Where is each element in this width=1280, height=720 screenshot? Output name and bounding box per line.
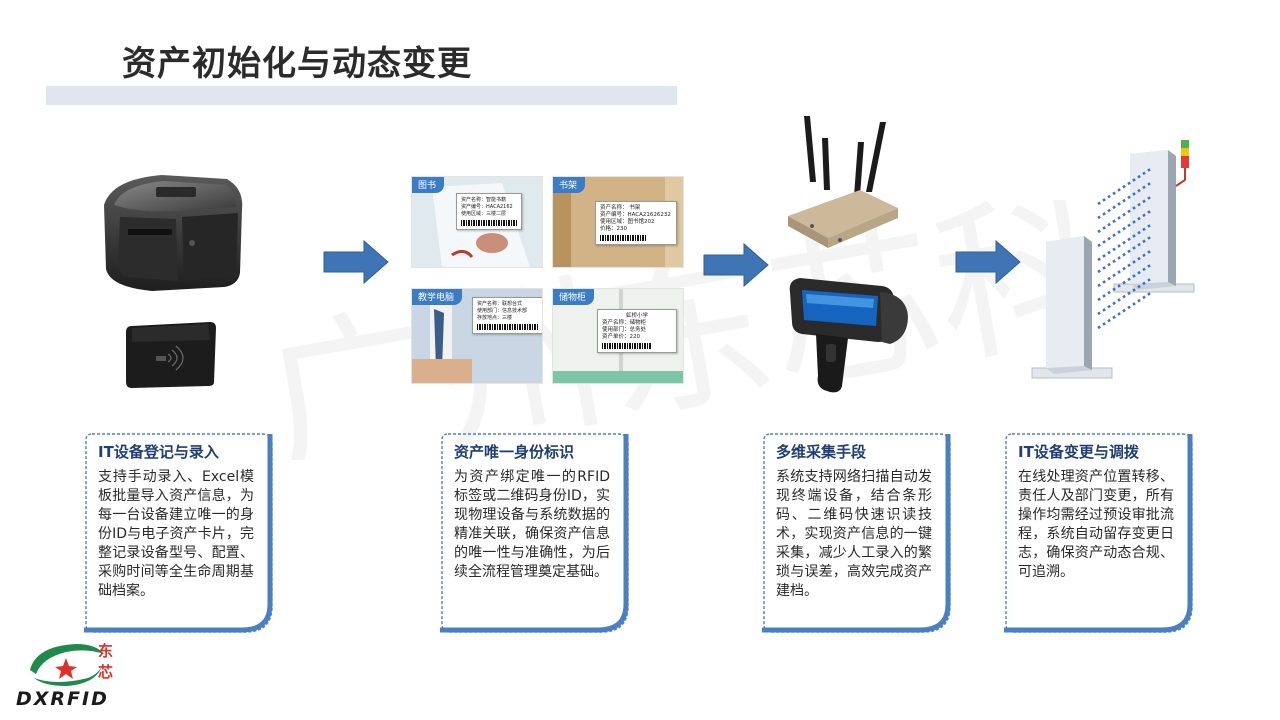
rfid-label-book: 资产名称：智能书籍 资产编号：HACA2162 使用区域：三楼二层 [456, 193, 522, 230]
step-1-heading: IT设备登记与录入 [98, 443, 219, 461]
card-frame [440, 433, 629, 633]
step-2-body: 为资产绑定唯一的RFID标签或二维码身份ID，实现物理设备与系统数据的精准关联，… [454, 469, 610, 580]
label-line: 使用区域：图书馆202 [600, 219, 655, 225]
label-line: 资产编号：HACA21626232 [600, 212, 671, 218]
rfid-label-locker: 虹桥小学 资产名称：储物柜 使用部门：总务处 资产单价：220 [597, 309, 677, 353]
step-3-body: 系统支持网络扫描自动发现终端设备，结合条形码、二维码快速识读技术，实现资产信息的… [776, 469, 932, 599]
label-line: 资产名称：联想台式 [477, 301, 523, 307]
step-card-4: IT设备变更与调拨 在线处理资产位置转移、责任人及部门变更，所有操作均需经过预设… [1002, 426, 1206, 638]
step-card-1: IT设备登记与录入 支持手动录入、Excel模板批量导入资产信息，为每一台设备建… [82, 426, 286, 638]
logo-swoosh-icon [30, 644, 104, 686]
barcode [600, 235, 646, 241]
handheld-scanner-image [789, 278, 908, 393]
label-photo-computer: 教学电脑 资产名称：联想台式 使用部门：信息技术部 存放地点：三楼 [411, 288, 543, 384]
label-line: 使用部门：信息技术部 [477, 308, 528, 314]
label-line: 资产编号：HACA2162 [461, 204, 513, 210]
logo-brand-cn: 东芯 [98, 642, 114, 681]
label-printer-image [104, 175, 243, 291]
barcode [461, 220, 517, 226]
label-line: 价格：230 [600, 226, 627, 232]
rfid-gate-image [1031, 140, 1195, 379]
label-line: 使用部门：总务处 [602, 327, 647, 333]
label-photo-locker: 储物柜 虹桥小学 资产名称：储物柜 使用部门：总务处 资产单价：220 [552, 288, 684, 384]
label-line: 资产名称： 书架 [600, 205, 641, 211]
card-frame [84, 433, 273, 633]
photo-tag-computer: 教学电脑 [412, 289, 463, 305]
flow-arrow-3 [955, 239, 1021, 285]
flow-arrow-2 [703, 242, 769, 288]
label-line: 虹桥小学 [625, 313, 648, 319]
photo-tag-shelf: 书架 [553, 177, 586, 193]
step-4-body: 在线处理资产位置转移、责任人及部门变更，所有操作均需经过预设审批流程，系统自动留… [1018, 469, 1174, 580]
rfid-label-shelf: 资产名称： 书架 资产编号：HACA21626232 使用区域：图书馆202 价… [595, 201, 677, 245]
card-frame [762, 433, 951, 633]
step-4-heading: IT设备变更与调拨 [1018, 443, 1139, 461]
photo-tag-locker: 储物柜 [553, 289, 595, 305]
label-photo-book: 图书 资产名称：智能书籍 资产编号：HACA2162 使用区域：三楼二层 [411, 176, 543, 268]
photo-tag-book: 图书 [412, 177, 445, 193]
step-2-heading: 资产唯一身份标识 [454, 443, 575, 461]
label-photo-shelf: 书架 资产名称： 书架 资产编号：HACA21626232 使用区域：图书馆20… [552, 176, 684, 268]
barcode [602, 343, 652, 349]
label-line: 资产单价：220 [602, 334, 640, 340]
rfid-reader-pad-image [126, 322, 216, 388]
card-frame [1004, 433, 1193, 633]
step-card-2: 资产唯一身份标识 为资产绑定唯一的RFID标签或二维码身份ID，实现物理设备与系… [438, 426, 642, 638]
title-underline-bar [46, 86, 677, 105]
company-logo: 东芯 DXRFID [16, 640, 120, 712]
step-card-3: 多维采集手段 系统支持网络扫描自动发现终端设备，结合条形码、二维码快速识读技术，… [760, 426, 964, 638]
step-1-body: 支持手动录入、Excel模板批量导入资产信息，为每一台设备建立唯一的身份ID与电… [98, 469, 254, 599]
flow-arrow-1 [323, 239, 389, 285]
page-title: 资产初始化与动态变更 [122, 44, 472, 84]
logo-brand-en: DXRFID [16, 688, 109, 710]
step-3-heading: 多维采集手段 [776, 443, 867, 461]
label-line: 资产名称：智能书籍 [461, 197, 507, 203]
label-line: 使用区域：三楼二层 [461, 211, 507, 217]
label-line: 存放地点：三楼 [477, 315, 513, 321]
label-line: 资产名称：储物柜 [602, 320, 647, 326]
rfid-label-computer: 资产名称：联想台式 使用部门：信息技术部 存放地点：三楼 [472, 297, 542, 334]
rfid-fixed-reader-image [788, 116, 898, 248]
barcode [477, 324, 539, 330]
